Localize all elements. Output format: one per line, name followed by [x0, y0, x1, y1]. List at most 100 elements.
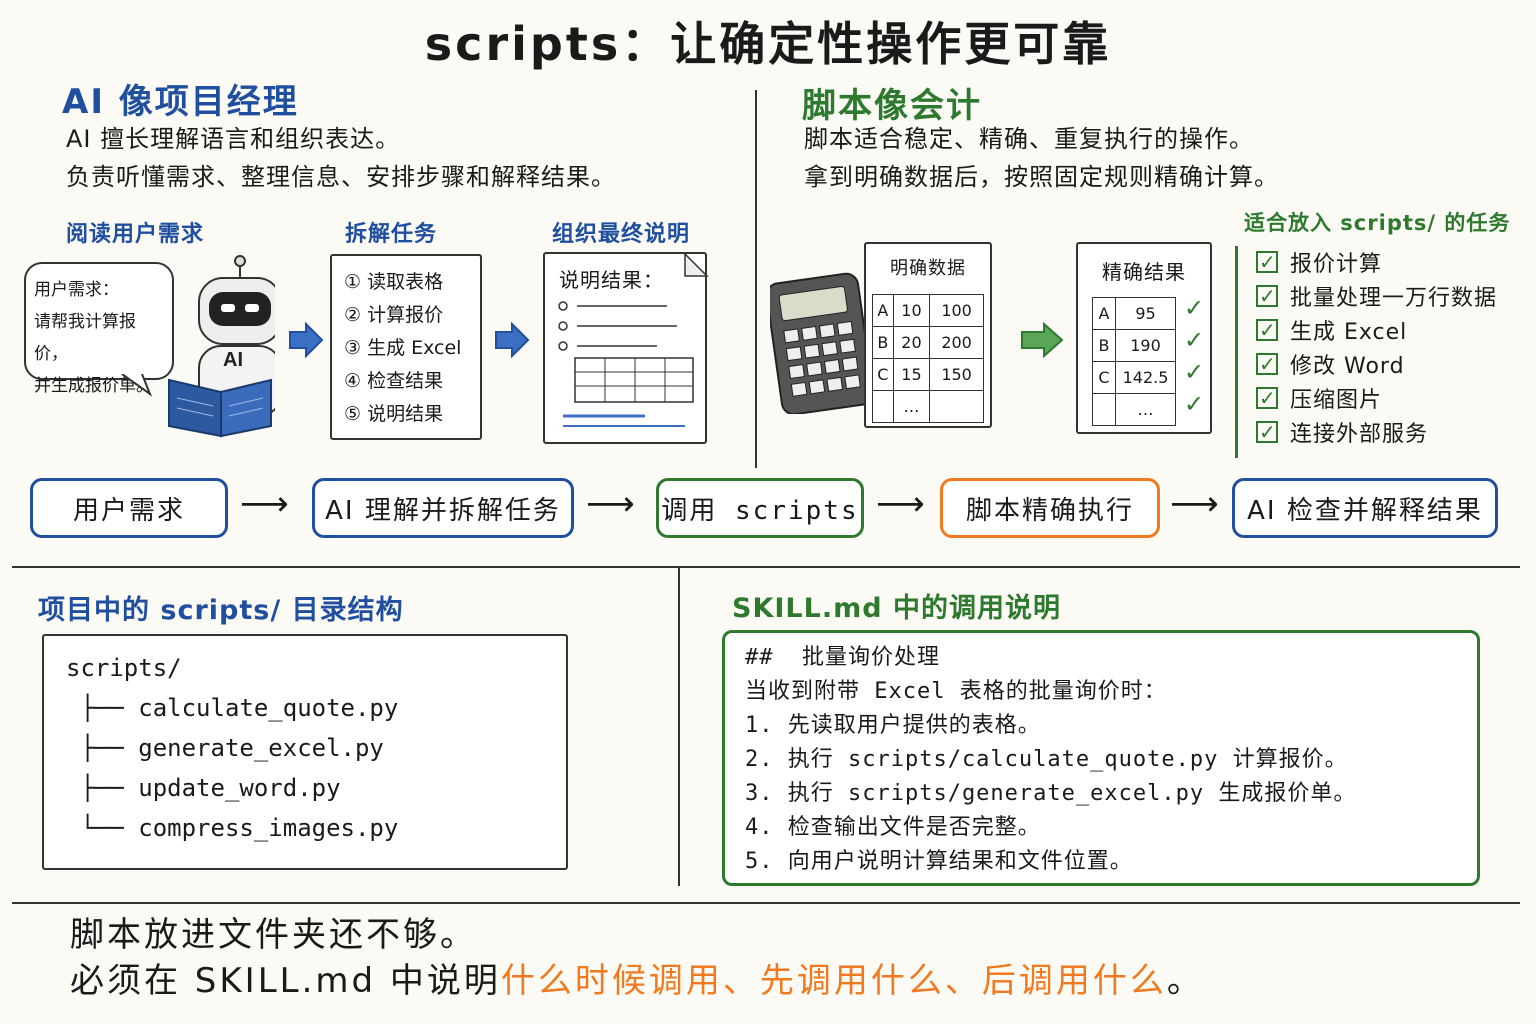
checkbox-icon	[1256, 381, 1278, 415]
tree-line: ├── generate_excel.py	[66, 734, 384, 762]
doc-title: 说明结果：	[559, 268, 664, 292]
result-cell: B	[1092, 329, 1116, 362]
task-item: 压缩图片	[1256, 381, 1497, 418]
directory-heading: 项目中的 scripts/ 目录结构	[38, 595, 404, 626]
tree-line: scripts/	[66, 654, 182, 682]
tree-line: ├── update_word.py	[66, 774, 341, 802]
data-card-title: 明确数据	[890, 258, 966, 279]
task-step: ② 计算报价	[344, 304, 444, 326]
directory-tree: scripts/ ├── calculate_quote.py ├── gene…	[42, 634, 568, 870]
data-cell: 20	[892, 326, 931, 359]
flow-arrow-icon: ⟶	[1170, 484, 1219, 524]
skill-line: 当收到附带 Excel 表格的批量询价时：	[745, 679, 1167, 704]
footer-line2: 必须在 SKILL.md 中说明什么时候调用、先调用什么、后调用什么。	[70, 958, 1204, 1004]
task-step: ⑤ 说明结果	[344, 403, 444, 425]
result-card-title: 精确结果	[1102, 260, 1186, 284]
data-cell: 100	[929, 294, 984, 327]
checkbox-icon	[1256, 279, 1278, 313]
result-cell	[1092, 393, 1116, 426]
footer-line1: 脚本放进文件夹还不够。	[70, 915, 477, 955]
flow-arrow-icon: ⟶	[240, 484, 289, 524]
skill-line: 5. 向用户说明计算结果和文件位置。	[745, 849, 1133, 874]
task-step: ③ 生成 Excel	[344, 337, 462, 359]
skill-line: 2. 执行 scripts/calculate_quote.py 计算报价。	[745, 747, 1348, 772]
skill-line: ## 批量询价处理	[745, 645, 940, 670]
result-cell: …	[1115, 393, 1176, 426]
bottom-divider	[678, 568, 680, 886]
data-cell: …	[892, 390, 931, 423]
result-cell: 142.5	[1115, 361, 1176, 394]
blue-arrow-icon	[495, 322, 530, 358]
checkbox-icon	[1256, 245, 1278, 279]
result-cell: A	[1092, 297, 1116, 330]
check-icon: ✓	[1184, 358, 1205, 386]
bubble-line: 用户需求：	[34, 280, 119, 300]
data-cell: 200	[929, 326, 984, 359]
task-checklist: 报价计算 批量处理一万行数据 生成 Excel 修改 Word 压缩图片 连接外…	[1256, 245, 1497, 452]
tree-line: └── compress_images.py	[66, 814, 399, 842]
top-divider	[755, 90, 757, 468]
flow-arrow-icon: ⟶	[586, 484, 635, 524]
footer-highlight: 什么时候调用、先调用什么、后调用什么	[500, 961, 1167, 1001]
right-line2: 拿到明确数据后，按照固定规则精确计算。	[804, 163, 1279, 191]
bubble-line: 并生成报价单。	[34, 376, 153, 396]
svg-text:AI: AI	[223, 349, 243, 371]
green-arrow-icon	[1021, 322, 1064, 358]
bubble-tail	[121, 374, 153, 397]
left-heading: AI 像项目经理	[62, 82, 299, 122]
section-divider	[12, 566, 1520, 568]
flow-step-ai-analyze: AI 理解并拆解任务	[312, 478, 574, 538]
data-cell: C	[872, 358, 894, 391]
skill-instructions: ## 批量询价处理 当收到附带 Excel 表格的批量询价时： 1. 先读取用户…	[722, 630, 1480, 886]
skill-heading: SKILL.md 中的调用说明	[732, 593, 1061, 624]
data-cell: B	[872, 326, 894, 359]
right-line1: 脚本适合稳定、精确、重复执行的操作。	[804, 125, 1254, 153]
task-list-rule	[1235, 246, 1238, 458]
data-cell	[872, 390, 894, 423]
tree-line: ├── calculate_quote.py	[66, 694, 399, 722]
task-step: ① 读取表格	[344, 271, 444, 293]
task-step: ④ 检查结果	[344, 370, 444, 392]
flow-step-call-scripts: 调用 scripts	[656, 478, 864, 538]
task-item: 修改 Word	[1256, 347, 1497, 384]
stage-explain-label: 组织最终说明	[552, 222, 691, 247]
robot-reader-icon: AI	[168, 255, 275, 438]
task-item: 报价计算	[1256, 245, 1497, 282]
result-cell: C	[1092, 361, 1116, 394]
data-cell: A	[872, 294, 894, 327]
blue-arrow-icon	[289, 322, 324, 358]
skill-line: 4. 检查输出文件是否完整。	[745, 815, 1041, 840]
explanation-document: 说明结果：	[543, 252, 709, 444]
section-divider	[12, 902, 1520, 904]
result-cell: 190	[1115, 329, 1176, 362]
user-request-bubble: 用户需求： 请帮我计算报价， 并生成报价单。	[24, 262, 174, 396]
stage-split-label: 拆解任务	[345, 222, 438, 247]
skill-line: 1. 先读取用户提供的表格。	[745, 713, 1041, 738]
task-item: 生成 Excel	[1256, 313, 1497, 350]
data-cell: 10	[892, 294, 931, 327]
check-icon: ✓	[1184, 294, 1205, 322]
data-cell: 15	[892, 358, 931, 391]
flow-step-script-execute: 脚本精确执行	[940, 478, 1160, 538]
task-item: 批量处理一万行数据	[1256, 279, 1497, 316]
doc-lines-icon	[558, 254, 709, 427]
stage-read-label: 阅读用户需求	[66, 222, 205, 247]
task-item: 连接外部服务	[1256, 415, 1497, 452]
tasks-heading: 适合放入 scripts/ 的任务	[1244, 211, 1511, 235]
flow-arrow-icon: ⟶	[876, 484, 925, 524]
checkbox-icon	[1256, 347, 1278, 381]
data-cell	[929, 390, 984, 423]
footer-prefix: 必须在 SKILL.md 中说明	[70, 961, 501, 1001]
footer-suffix: 。	[1166, 961, 1204, 1001]
calculator-icon	[770, 272, 870, 414]
bubble-line: 请帮我计算报价，	[34, 312, 136, 364]
checkbox-icon	[1256, 415, 1278, 449]
right-heading: 脚本像会计	[802, 86, 982, 126]
task-steps-card: ① 读取表格 ② 计算报价 ③ 生成 Excel ④ 检查结果 ⑤ 说明结果	[330, 254, 482, 440]
flow-step-ai-check: AI 检查并解释结果	[1232, 478, 1498, 538]
skill-line: 3. 执行 scripts/generate_excel.py 生成报价单。	[745, 781, 1357, 806]
